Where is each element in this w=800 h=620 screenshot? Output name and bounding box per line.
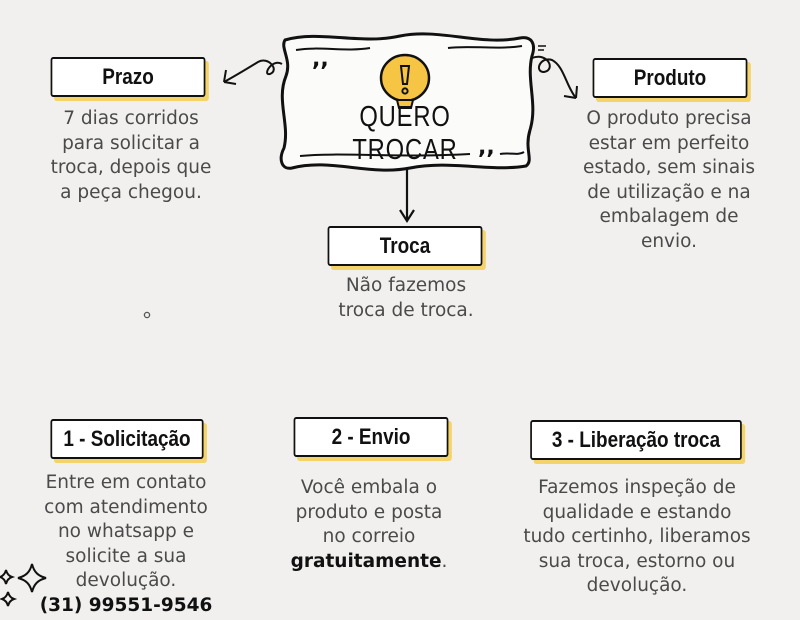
step2-last-line: gratuitamente. — [266, 550, 472, 575]
prazo-line: para solicitar a — [62, 132, 200, 154]
produto-line: envio. — [640, 230, 698, 252]
prazo-line: troca, depois que — [50, 157, 212, 178]
step3-description: Fazemos inspeção de qualidade e estando … — [506, 476, 768, 599]
step1-line: solicite a sua — [65, 545, 187, 567]
step1-line: Entre em contato — [45, 472, 207, 493]
quote-close-mark: ,, — [478, 135, 495, 160]
step2-line: Você embala o — [300, 477, 438, 498]
produto-line: de utilização e na — [587, 181, 751, 203]
arrow-to-produto — [531, 55, 577, 99]
step1-label-box: 1 - Solicitação — [50, 419, 204, 459]
produto-line: O produto precisa — [586, 108, 752, 129]
produto-line: estar em perfeito — [588, 132, 750, 154]
step1-line: com atendimento — [44, 496, 208, 518]
sparkle-icon — [0, 563, 47, 607]
troca-line: troca de troca. — [338, 299, 474, 321]
step3-line: devolução. — [586, 575, 688, 596]
prazo-label-box: Prazo — [50, 57, 206, 97]
step2-label-box: 2 - Envio — [293, 417, 449, 457]
center-inner-line-top — [295, 47, 371, 51]
step2-suffix: . — [441, 550, 448, 572]
step3-line: tudo certinho, liberamos — [523, 526, 751, 547]
step3-label-box: 3 - Liberação troca — [530, 420, 742, 460]
exclamation-bulb-icon — [379, 53, 431, 109]
center-inner-line-top2 — [447, 45, 523, 49]
arrow-to-prazo — [223, 59, 283, 83]
produto-description: O produto precisa estar em perfeito esta… — [566, 107, 772, 254]
troca-line: Não fazemos — [345, 275, 467, 296]
prazo-line: a peça chegou. — [60, 181, 202, 203]
produto-label-box: Produto — [592, 58, 748, 98]
step1-phone: (31) 99551-9546 — [39, 594, 213, 616]
small-circle-dot — [143, 311, 151, 319]
quote-open-mark: ,, — [312, 47, 329, 72]
step2-bold-word: gratuitamente — [290, 550, 442, 572]
step1-line: no whatsapp e — [57, 521, 195, 542]
troca-description: Não fazemos troca de troca. — [306, 274, 506, 323]
produto-line: embalagem de — [599, 206, 739, 227]
center-inner-line-bottom — [299, 153, 471, 157]
step3-line: Fazemos inspeção de — [538, 477, 736, 498]
step1-description: Entre em contato com atendimento no what… — [20, 471, 232, 618]
produto-line: estado, sem sinais — [583, 157, 755, 178]
step2-line: no correio — [322, 526, 416, 547]
step1-line: devolução. — [75, 570, 177, 591]
step2-line: produto e posta — [295, 501, 443, 523]
center-inner-line-bottom2 — [499, 151, 525, 155]
step2-description: Você embala o produto e posta no correio… — [266, 476, 472, 574]
prazo-line: 7 dias corridos — [63, 108, 199, 129]
troca-label-box: Troca — [327, 226, 483, 266]
step3-line: qualidade e estando — [542, 501, 732, 523]
step3-line: sua troca, estorno ou — [538, 550, 736, 572]
prazo-description: 7 dias corridos para solicitar a troca, … — [28, 107, 234, 205]
center-title: QUERO TROCAR — [352, 101, 458, 166]
